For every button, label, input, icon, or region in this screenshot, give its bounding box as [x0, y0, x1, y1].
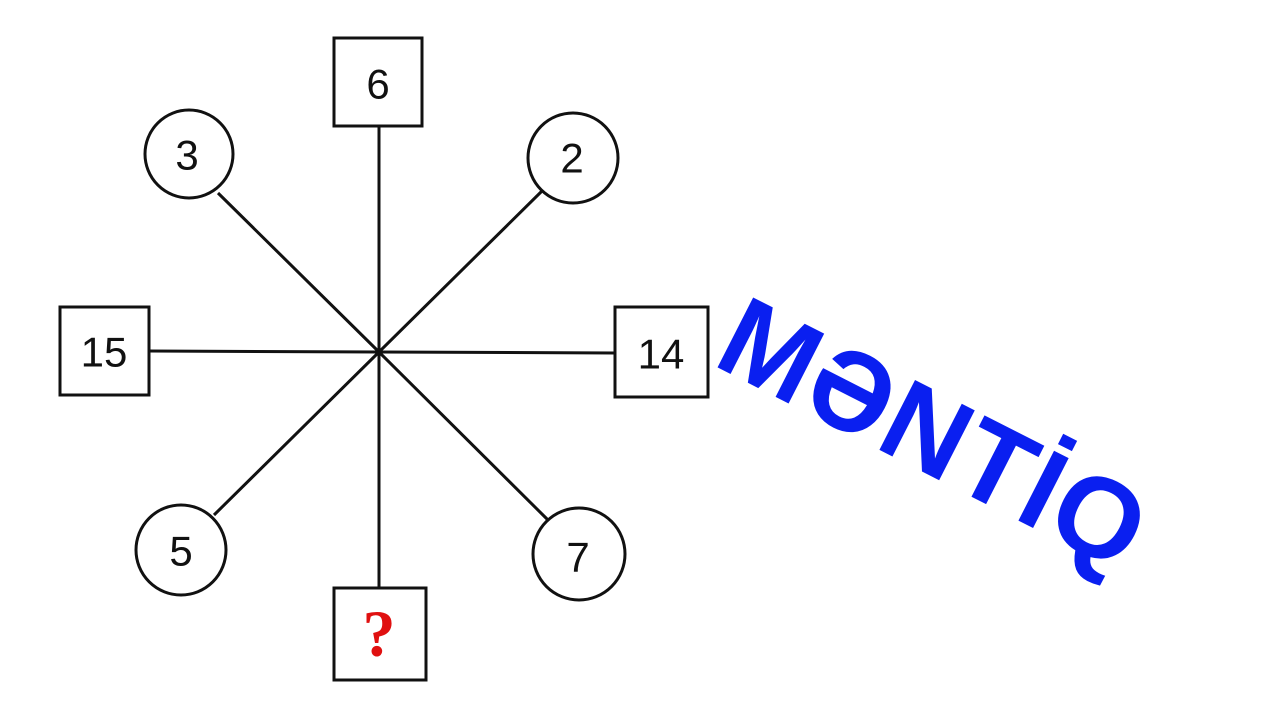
node-right-box [613, 305, 710, 399]
node-top-right-circle [526, 111, 620, 205]
question-mark: ? [363, 598, 396, 671]
spoke-left [148, 349, 380, 354]
node-right-value: 14 [638, 331, 685, 378]
node-top-value: 6 [366, 61, 389, 108]
spoke-top-right [377, 188, 545, 354]
node-top-left-value: 3 [175, 132, 198, 179]
spoke-top-left [216, 191, 381, 354]
spoke-bottom-right [377, 350, 550, 522]
node-bottom-box [332, 586, 428, 682]
node-top-box [332, 36, 424, 128]
node-bottom-right-value: 7 [566, 534, 589, 581]
node-bottom-left-value: 5 [169, 528, 192, 575]
spoke-right [378, 350, 616, 355]
node-bottom-left-circle [134, 503, 228, 597]
node-bottom-right-circle [531, 506, 627, 602]
node-top-left-circle [143, 108, 235, 200]
spoke-bottom-left [212, 350, 381, 517]
node-left-box [58, 305, 151, 397]
node-left-value: 15 [81, 329, 128, 376]
node-top-right-value: 2 [560, 135, 583, 182]
